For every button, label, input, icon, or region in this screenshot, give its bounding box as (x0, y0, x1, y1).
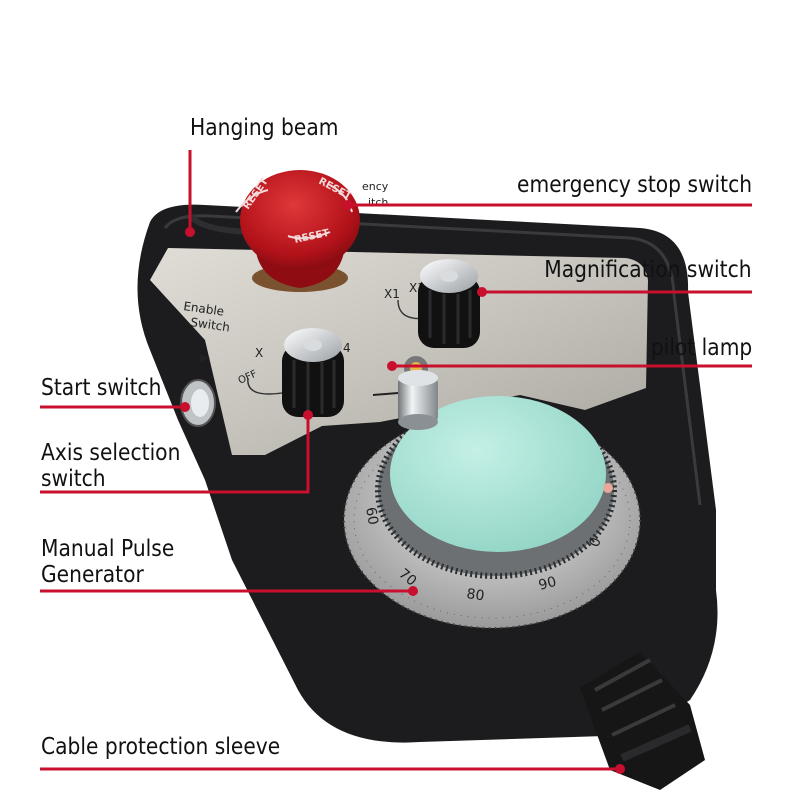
dial-number-60: 60 (362, 506, 381, 526)
callout-dot-mpg (408, 586, 418, 596)
enable-switch-label-2: Switch (190, 315, 231, 334)
estop-label-partial: ency (362, 180, 389, 193)
callout-dot-start-switch (180, 402, 190, 412)
callout-dot-magnification (477, 287, 487, 297)
callout-dot-axis-selection (303, 410, 313, 420)
cable-gland (580, 652, 705, 790)
callout-dot-pilot-lamp (387, 361, 397, 371)
label-axis-selection-switch: Axis selection switch (41, 440, 181, 493)
label-manual-pulse-generator: Manual Pulse Generator (41, 536, 175, 589)
callout-lines (40, 150, 752, 771)
mag-label-x1: X1 (384, 287, 400, 301)
label-mpg-line-2: Generator (41, 561, 144, 588)
manual-pulse-generator[interactable]: 0 90 80 70 60 (343, 396, 641, 629)
axis-label-x: X (255, 346, 263, 360)
callout-dot-emergency-stop (343, 200, 353, 210)
estop-label-partial-2: itch (368, 196, 388, 209)
label-axis-selection-line-2: switch (41, 465, 106, 492)
emergency-stop-button[interactable]: RESET RESET RESET (235, 170, 360, 292)
callout-line-axis-selection (40, 415, 310, 494)
callout-dots (180, 200, 625, 774)
label-emergency-stop-switch: emergency stop switch (516, 172, 752, 198)
dial-number-90: 90 (537, 574, 558, 594)
label-magnification-switch: Magnification switch (544, 257, 752, 283)
label-mpg-line-1: Manual Pulse (41, 536, 175, 562)
callout-dot-cable (615, 764, 625, 774)
axis-label-4: 4 (343, 341, 351, 355)
label-cable-protection-sleeve: Cable protection sleeve (41, 734, 281, 760)
arrow-icon (200, 354, 210, 362)
start-switch-button[interactable] (180, 379, 216, 427)
callout-dot-hanging-beam (185, 227, 195, 237)
label-start-switch: Start switch (41, 375, 162, 401)
axis-selection-knob[interactable] (282, 328, 344, 417)
label-pilot-lamp: pilot lamp (650, 335, 752, 361)
label-hanging-beam: Hanging beam (190, 115, 339, 141)
crank-handle[interactable] (398, 370, 438, 430)
magnification-knob[interactable] (418, 259, 480, 348)
label-axis-selection-line-1: Axis selection (41, 440, 181, 466)
enable-switch-label-1: Enable (183, 299, 225, 319)
dial-dot-icon (603, 483, 613, 493)
dial-number-80: 80 (465, 586, 485, 604)
